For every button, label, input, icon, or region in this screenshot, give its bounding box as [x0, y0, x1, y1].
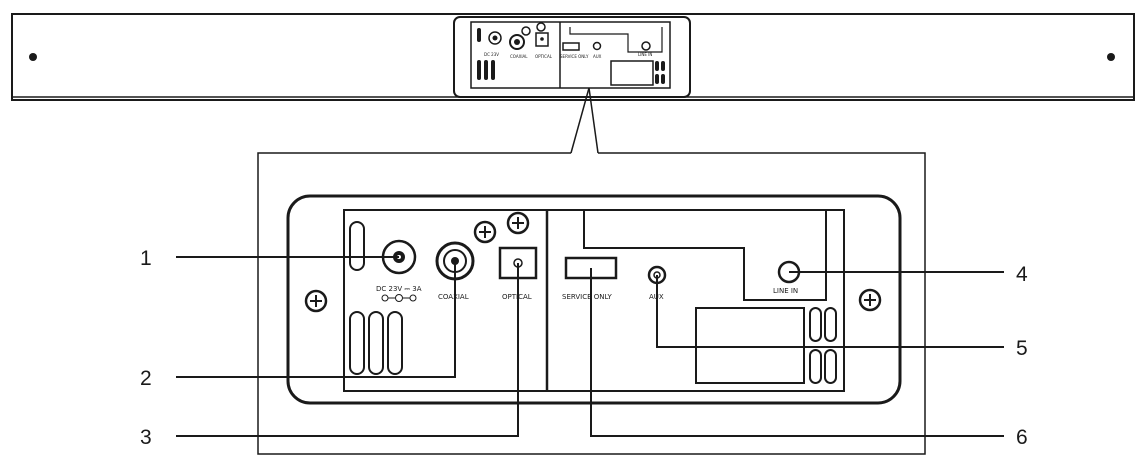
coaxial-label: COAXIAL	[438, 293, 469, 301]
callout-4: 4	[1016, 263, 1028, 286]
leader-lines	[176, 256, 1004, 437]
left-vent-slots-icon	[349, 221, 403, 375]
right-screw-icon	[1107, 53, 1115, 61]
mini-label-aux: AUX	[593, 54, 602, 59]
mini-optical-port-icon	[535, 22, 549, 47]
mini-line-in-jack-icon	[641, 41, 651, 51]
zoom-indicator	[570, 87, 599, 154]
panel-upper-screw-2-icon	[506, 211, 530, 235]
service-only-label: SERVICE ONLY	[562, 293, 612, 301]
mini-label-optical: OPTICAL	[535, 54, 553, 59]
right-vent-slots-icon	[809, 307, 837, 384]
mini-label-coaxial: COAXIAL	[510, 54, 528, 59]
mini-label-line-in: LINE IN	[638, 52, 652, 57]
mini-coaxial-jack-icon	[509, 26, 531, 50]
mini-connector-panel: DC 23V COAXIAL OPTICAL SERVICE ONLY AUX …	[453, 16, 691, 98]
callout-6: 6	[1016, 426, 1028, 449]
mini-service-port-icon	[562, 42, 580, 51]
dc-polarity-icon	[381, 294, 417, 302]
optical-label: OPTICAL	[502, 293, 532, 301]
callout-5: 5	[1016, 337, 1028, 360]
leader-line-2	[176, 261, 456, 378]
leader-line-3	[176, 263, 519, 437]
enlarged-view-frame	[257, 152, 926, 455]
panel-upper-screw-1-icon	[473, 220, 497, 244]
mini-dc-jack-icon	[488, 31, 502, 45]
leader-line-5	[656, 275, 1004, 348]
callout-3: 3	[140, 426, 152, 449]
dc-input-label: DC 23V ⎓ 3A	[376, 285, 422, 293]
panel-right-screw-icon	[858, 288, 882, 312]
mini-aux-jack-icon	[592, 41, 602, 51]
mini-label-service: SERVICE ONLY	[560, 54, 589, 59]
mini-label-dc: DC 23V	[484, 52, 499, 57]
left-screw-icon	[29, 53, 37, 61]
enlarged-connector-panel: DC 23V ⎓ 3A COAXIAL OPTICAL	[286, 194, 902, 405]
mini-vent-slots-icon	[477, 28, 495, 80]
leader-line-6	[590, 268, 1004, 437]
panel-left-screw-icon	[304, 289, 328, 313]
callout-1: 1	[140, 247, 152, 270]
line-in-label: LINE IN	[773, 287, 798, 295]
callout-2: 2	[140, 367, 152, 390]
